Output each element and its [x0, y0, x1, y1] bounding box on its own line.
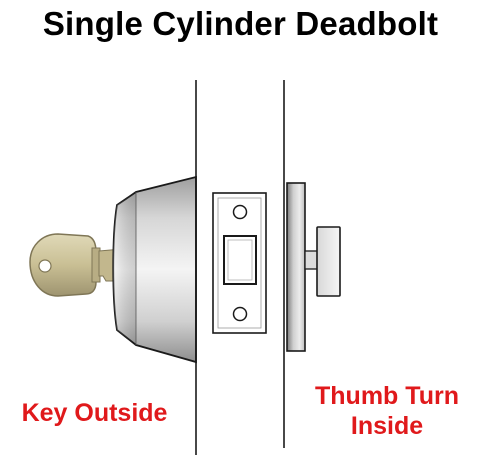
strike-plate — [212, 192, 267, 334]
thumb-turn-inside-label: Thumb Turn Inside — [296, 381, 478, 441]
diagram-title: Single Cylinder Deadbolt — [42, 5, 439, 42]
thumb-turn-rose — [286, 182, 306, 352]
inside-text: Inside — [350, 412, 424, 440]
key-hole — [38, 259, 52, 273]
screw-top — [232, 204, 248, 220]
screw-bottom — [232, 306, 248, 322]
thumb-turn-knob — [316, 226, 341, 297]
key-outside-label: Key Outside — [2, 398, 187, 428]
thumb-turn-text: Thumb Turn — [315, 382, 459, 410]
door-face-lines — [195, 80, 285, 455]
key-outside-text: Key Outside — [21, 399, 168, 427]
cylinder-housing — [112, 175, 197, 364]
thumb-turn — [286, 182, 341, 352]
key-icon — [29, 233, 123, 297]
bolt-opening — [223, 235, 257, 285]
thumb-turn-neck — [304, 250, 319, 270]
